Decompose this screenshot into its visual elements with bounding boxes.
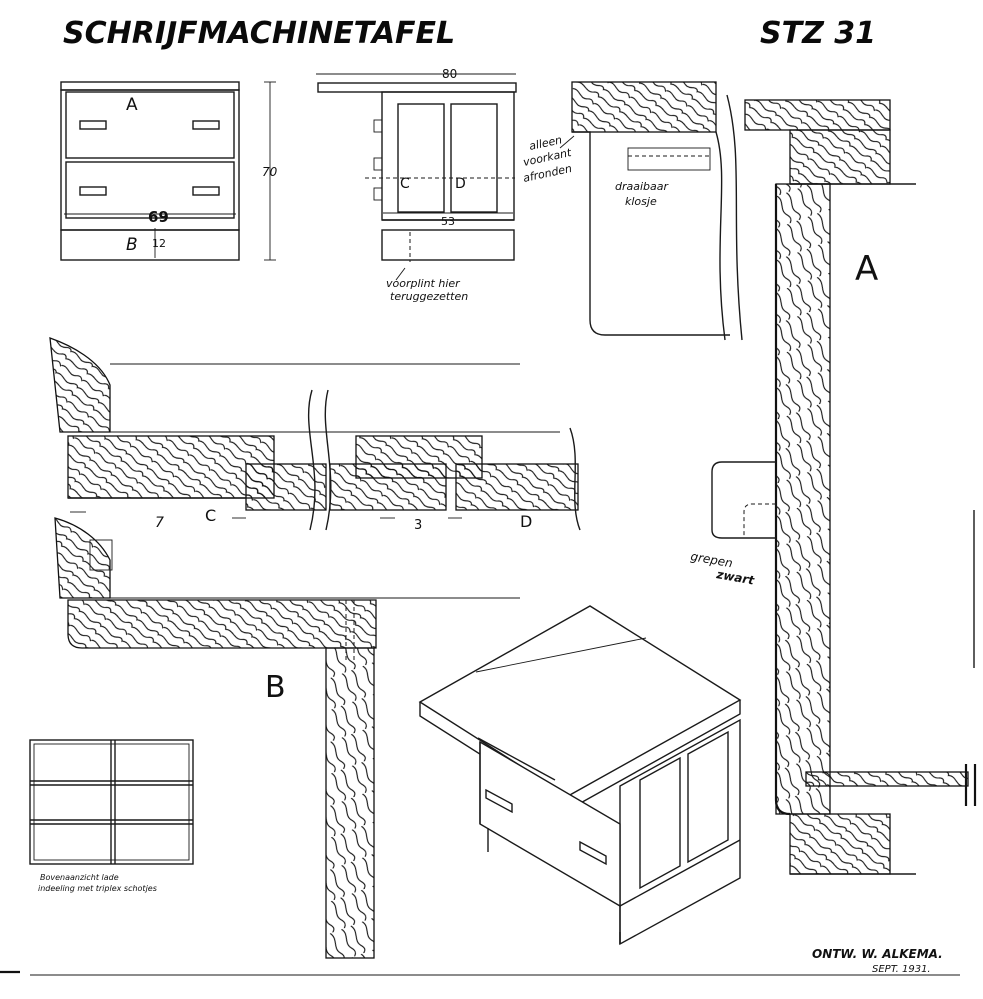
inner-dimension: 53 (441, 215, 455, 228)
detail-a-label: A (855, 249, 878, 289)
dim-d: 3 (414, 518, 422, 533)
front-top-board (60, 81, 240, 91)
section-label-d: D (520, 512, 532, 531)
top-board-section (571, 81, 717, 133)
detail-b-rail (67, 599, 377, 649)
drawer-front-a (65, 91, 235, 159)
drawer-front-lower (65, 161, 235, 219)
note-block-line2: klosje (625, 195, 657, 208)
label-c: C (400, 176, 410, 192)
iso-side-panel-right (687, 730, 729, 864)
iso-handle (485, 788, 513, 814)
label-b: B (126, 235, 138, 255)
drawer-plan: Bovenaanzicht lade indeeling met triplex… (29, 739, 194, 893)
section-rail-left (49, 337, 111, 433)
drawer-bottom-section (805, 771, 969, 787)
note-block-line1: draaibaar (615, 180, 670, 193)
side-top-board (317, 82, 517, 93)
plinth-dimension: 12 (152, 237, 166, 250)
side-plinth (381, 229, 515, 261)
sheet-title: SCHRIJFMACHINETAFEL (63, 16, 455, 51)
top-board-c (67, 435, 275, 499)
side-view: 80 53 C D voorplint hier teruggezetten (316, 67, 517, 303)
drawer-plan-caption-line2: indeeling met triplex schotjes (38, 884, 157, 893)
handle-section (711, 461, 776, 539)
overall-dimension: 80 (442, 67, 457, 81)
detail-a: A alleen voorkant afronden draaibaar klo… (522, 81, 977, 875)
front-view: A 69 B 12 70 (60, 81, 278, 261)
side-carcass (381, 91, 515, 221)
detail-b: B (54, 517, 520, 959)
design-date: SEPT. 1931. (872, 964, 931, 975)
section-label-c: C (205, 506, 216, 525)
iso-handle (579, 840, 607, 866)
iso-side-panel-left (639, 756, 681, 890)
side-panel-d (450, 103, 498, 213)
drawer-handle (192, 186, 220, 196)
signature-block: ONTW. W. ALKEMA. SEPT. 1931. (812, 947, 943, 975)
section-cd: 7 C 3 D (49, 337, 581, 533)
note-plinth-line1: voorplint hier (386, 277, 461, 290)
sheet-code: STZ 31 (760, 16, 876, 51)
front-plinth (60, 229, 240, 261)
rotating-block (627, 147, 711, 171)
width-dimension: 69 (148, 208, 169, 226)
side-panel-section (775, 183, 831, 815)
drawer-plan-caption-line1: Bovenaanzicht lade (40, 873, 119, 882)
side-panel-c (397, 103, 445, 213)
top-right-section (744, 99, 891, 131)
lower-rail-section (789, 813, 891, 875)
note-handle-line1: grepen (689, 549, 733, 570)
label-d: D (455, 176, 466, 192)
drawer-handle (79, 120, 107, 130)
height-dimension: 70 (262, 165, 278, 179)
drawer-handle (79, 186, 107, 196)
drawer-side-outline (572, 131, 730, 336)
note-plinth-line2: teruggezetten (390, 290, 468, 303)
detail-b-leg (325, 647, 375, 959)
label-a: A (126, 95, 138, 115)
detail-b-label: B (265, 670, 286, 705)
note-handle-line2: zwart (714, 567, 756, 588)
drawer-handle (192, 120, 220, 130)
dim-c: 7 (155, 515, 164, 531)
designer-name: ONTW. W. ALKEMA. (812, 947, 943, 961)
isometric-view (418, 605, 742, 946)
